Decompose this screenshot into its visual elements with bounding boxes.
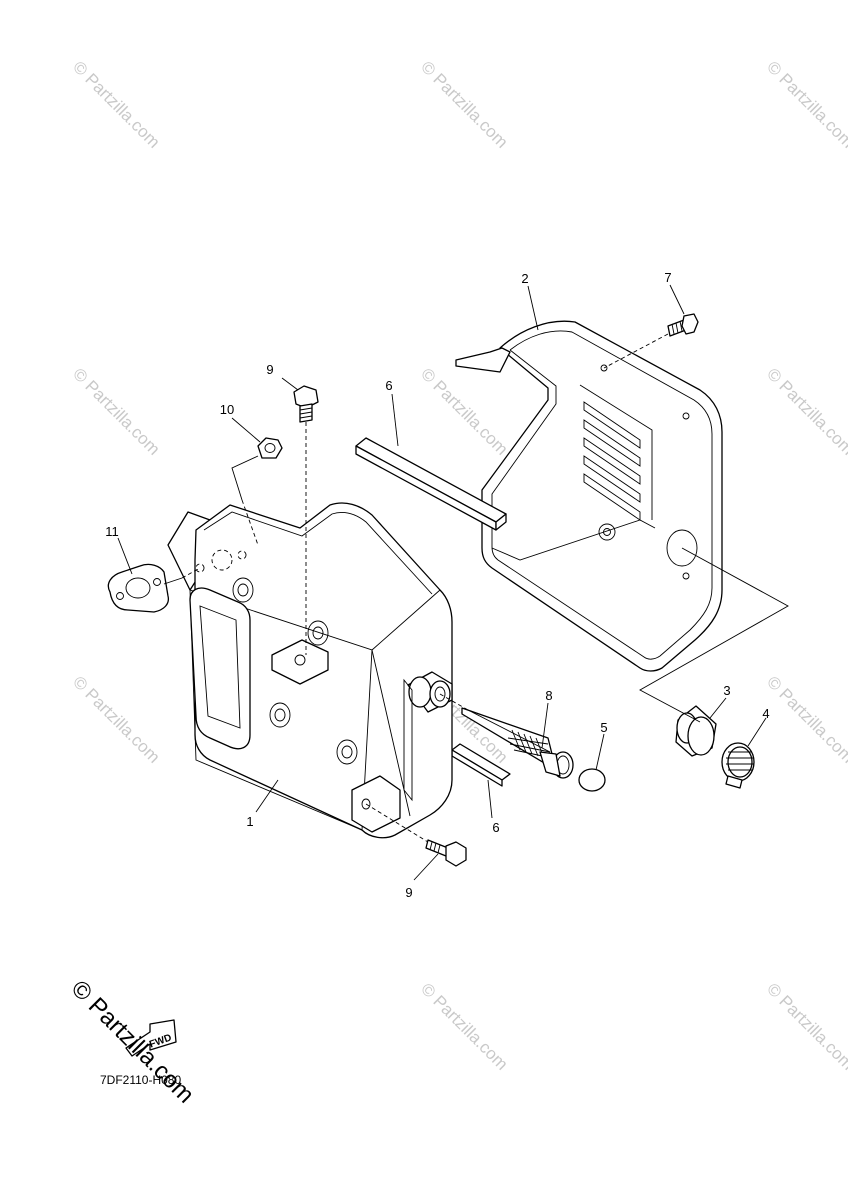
diagram-code: 7DF2110-H080 — [100, 1073, 181, 1087]
assembly-lines — [163, 333, 789, 843]
watermark: © Partzilla.com — [763, 57, 848, 151]
part-8-spark-arrester — [461, 707, 574, 779]
watermark-large: © Partzilla.com — [66, 975, 199, 1108]
callout-3: 3 — [723, 683, 730, 698]
watermark: © Partzilla.com — [69, 672, 163, 766]
callout-9-upper: 9 — [266, 362, 273, 377]
part-1-muffler-body — [167, 502, 453, 839]
watermark: © Partzilla.com — [417, 979, 511, 1073]
part-7-bolt — [667, 313, 699, 337]
callout-11: 11 — [105, 524, 119, 539]
arrester-mesh — [507, 729, 553, 759]
callout-1: 1 — [246, 814, 253, 829]
part-2-muffler-cover — [455, 320, 723, 672]
watermark: © Partzilla.com — [69, 364, 163, 458]
callout-5: 5 — [600, 720, 607, 735]
callout-labels: 2 7 9 10 6 11 8 5 3 4 6 1 9 — [105, 270, 769, 900]
part-5-cap — [578, 768, 606, 792]
part-9-bolt-upper — [293, 385, 319, 423]
watermark: © Partzilla.com — [69, 57, 163, 151]
part-3-pipe — [675, 705, 717, 757]
watermark: © Partzilla.com — [763, 672, 848, 766]
callout-6-lower: 6 — [492, 820, 499, 835]
callout-9-lower: 9 — [405, 885, 412, 900]
part-11-gasket — [107, 563, 170, 613]
callout-2: 2 — [521, 271, 528, 286]
part-6-gasket-strip-upper — [355, 437, 507, 531]
watermark: © Partzilla.com — [763, 979, 848, 1073]
watermark: © Partzilla.com — [763, 364, 848, 458]
callout-8: 8 — [545, 688, 552, 703]
part-10-nut — [257, 437, 283, 459]
cover-fins — [583, 401, 641, 521]
callout-10: 10 — [220, 402, 234, 417]
watermark: © Partzilla.com — [417, 57, 511, 151]
callout-4: 4 — [762, 706, 769, 721]
watermark: © Partzilla.com — [417, 364, 511, 458]
callout-6-upper: 6 — [385, 378, 392, 393]
part-4-hose-clamp — [721, 742, 755, 789]
callout-7: 7 — [664, 270, 671, 285]
part-9-bolt-lower — [425, 839, 467, 867]
callout-leaders — [117, 284, 767, 881]
